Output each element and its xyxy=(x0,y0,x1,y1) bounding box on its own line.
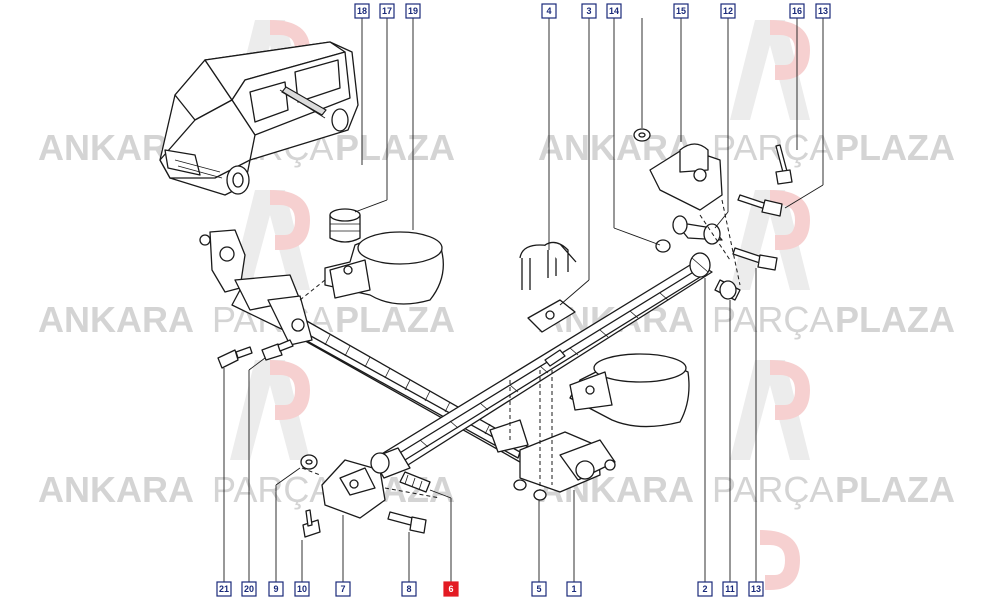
callout-label: 1 xyxy=(571,584,576,594)
callout-14[interactable]: 14 xyxy=(606,3,622,19)
callout-16[interactable]: 16 xyxy=(789,3,805,19)
watermark-logo-icon xyxy=(230,190,310,290)
spring-hanger-bracket-left xyxy=(199,229,313,346)
callout-4[interactable]: 4 xyxy=(541,3,557,19)
callout-label: 14 xyxy=(609,6,619,16)
callout-21[interactable]: 21 xyxy=(216,581,232,597)
leader-lines xyxy=(223,18,824,582)
callout-7[interactable]: 7 xyxy=(335,581,351,597)
watermark-logo-icon xyxy=(730,20,810,120)
watermark-word: PARÇA xyxy=(712,127,833,168)
callout-label: 18 xyxy=(357,6,367,16)
callout-6-highlighted[interactable]: 6 xyxy=(443,581,459,597)
callout-label: 3 xyxy=(586,6,591,16)
watermark-logo-icon xyxy=(230,360,310,460)
callout-label: 13 xyxy=(751,584,761,594)
callout-label: 9 xyxy=(273,584,278,594)
callout-17[interactable]: 17 xyxy=(379,3,395,19)
shackle-bushings xyxy=(655,215,723,253)
callout-label: 6 xyxy=(448,584,453,594)
watermark-row: ANKARA PARÇA PLAZA ANKARA PARÇA PLAZA xyxy=(38,299,955,340)
watermark-logo-icon xyxy=(730,360,810,460)
spring-hatching xyxy=(419,292,669,448)
callout-label: 20 xyxy=(244,584,254,594)
callout-19[interactable]: 19 xyxy=(405,3,421,19)
assembly-dashed-lines xyxy=(299,199,741,499)
clamp-plate xyxy=(527,299,576,367)
watermark-word: ANKARA xyxy=(38,299,194,340)
callouts-top: 18 17 19 4 3 14 15 12 16 13 xyxy=(354,3,831,19)
callout-label: 11 xyxy=(725,584,735,594)
watermark-word: PLAZA xyxy=(835,469,955,510)
callout-label: 13 xyxy=(818,6,828,16)
shackle-bracket xyxy=(633,128,723,211)
spring-seat-cup-right xyxy=(569,353,690,428)
callout-11[interactable]: 11 xyxy=(722,581,738,597)
watermark-word: PLAZA xyxy=(335,299,455,340)
callout-20[interactable]: 20 xyxy=(241,581,257,597)
callout-label: 12 xyxy=(723,6,733,16)
callout-label: 4 xyxy=(546,6,551,16)
watermark-word: PLAZA xyxy=(835,127,955,168)
callout-label: 8 xyxy=(406,584,411,594)
callout-label: 2 xyxy=(702,584,707,594)
bottom-mount-plate xyxy=(300,454,386,519)
callout-2[interactable]: 2 xyxy=(697,581,713,597)
callout-1[interactable]: 1 xyxy=(566,581,582,597)
callout-18[interactable]: 18 xyxy=(354,3,370,19)
callout-label: 21 xyxy=(219,584,229,594)
u-bolt xyxy=(519,241,577,290)
bump-stop-assembly xyxy=(324,208,444,305)
callout-12[interactable]: 12 xyxy=(720,3,736,19)
watermark-logo-icon xyxy=(760,530,800,590)
callout-label: 16 xyxy=(792,6,802,16)
watermark-word: PLAZA xyxy=(835,299,955,340)
watermark-word: ANKARA xyxy=(38,469,194,510)
watermark-word: PARÇA xyxy=(712,299,833,340)
callout-3[interactable]: 3 xyxy=(581,3,597,19)
bolts-right xyxy=(732,144,793,271)
callout-13-bottom[interactable]: 13 xyxy=(748,581,764,597)
callout-label: 19 xyxy=(408,6,418,16)
callout-label: 17 xyxy=(382,6,392,16)
callout-13-top[interactable]: 13 xyxy=(815,3,831,19)
watermark-word: PARÇA xyxy=(212,469,333,510)
callouts-bottom: 21 20 9 10 7 8 6 5 1 2 11 13 xyxy=(216,581,764,597)
small-nuts xyxy=(513,479,547,501)
callout-15[interactable]: 15 xyxy=(673,3,689,19)
callout-label: 7 xyxy=(340,584,345,594)
watermark-word: PARÇA xyxy=(712,469,833,510)
van-illustration xyxy=(159,41,359,196)
callout-label: 15 xyxy=(676,6,686,16)
watermark-word: PLAZA xyxy=(335,127,455,168)
callout-5[interactable]: 5 xyxy=(531,581,547,597)
bushing-part-6 xyxy=(370,447,431,493)
callout-label: 5 xyxy=(536,584,541,594)
callout-label: 10 xyxy=(297,584,307,594)
callout-8[interactable]: 8 xyxy=(401,581,417,597)
bolts-bottom xyxy=(217,339,427,538)
callout-9[interactable]: 9 xyxy=(268,581,284,597)
callout-10[interactable]: 10 xyxy=(294,581,310,597)
rear-eye-bushing xyxy=(689,252,741,301)
watermark-row: ANKARA PARÇA PLAZA ANKARA PARÇA PLAZA xyxy=(38,469,955,510)
